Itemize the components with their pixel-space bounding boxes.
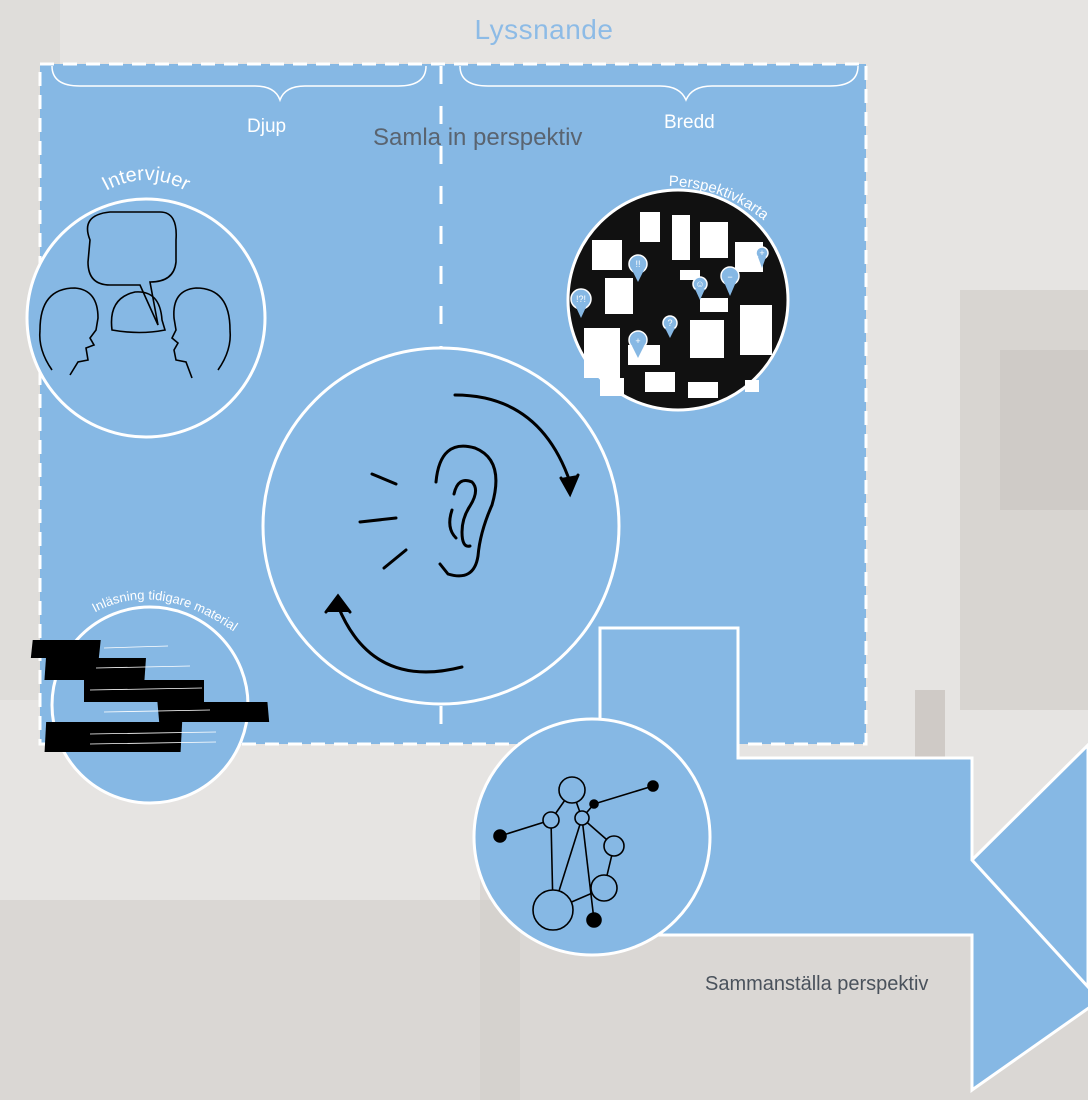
svg-text:+: + — [759, 248, 764, 258]
svg-text:?: ? — [667, 318, 672, 328]
speech-heads-icon — [38, 211, 232, 379]
map-pins — [570, 246, 769, 358]
perspective-map-circle: !! !?! + − ☺ ? + — [566, 188, 790, 412]
interviews-circle — [25, 197, 267, 439]
depth-label: Djup — [247, 116, 287, 137]
breadth-label: Bredd — [664, 112, 715, 133]
network-circle — [472, 717, 712, 957]
svg-text:!?!: !?! — [576, 294, 586, 304]
books-icon — [30, 640, 270, 752]
ear-cycle-icon — [324, 393, 580, 674]
reading-circle — [30, 605, 270, 805]
svg-text:−: − — [727, 272, 732, 282]
pin-labels: !! !?! + − ☺ ? + — [576, 248, 765, 346]
listening-circle — [261, 346, 621, 706]
network-graph-icon — [493, 776, 659, 931]
compile-perspectives-label: Sammanställa perspektiv — [705, 973, 929, 995]
right-brace — [459, 65, 859, 102]
svg-text:+: + — [635, 336, 640, 346]
collect-perspectives-title: Samla in perspektiv — [373, 124, 583, 151]
svg-text:!!: !! — [635, 259, 640, 269]
svg-text:☺: ☺ — [695, 279, 704, 289]
left-brace — [51, 65, 427, 103]
diagram-title: Lyssnande — [474, 14, 614, 45]
